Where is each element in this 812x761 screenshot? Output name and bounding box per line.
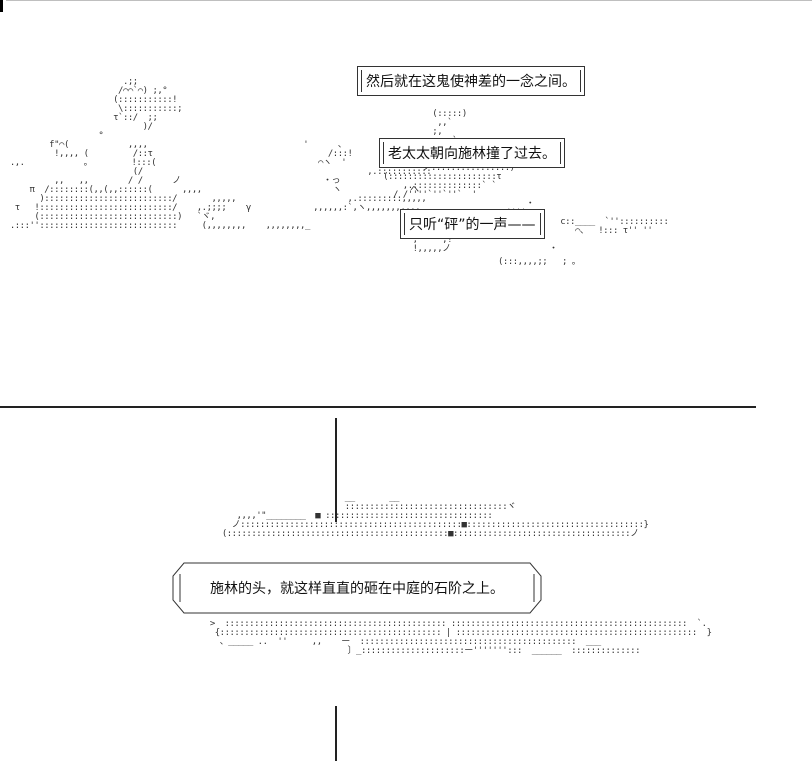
caption-box-2: 老太太朝向施林撞了过去。 [379, 138, 565, 168]
vertical-line-bottom [335, 706, 337, 761]
ascii-art-steps-lower: > ::::::::::::::::::::::::::::::::::::::… [209, 619, 712, 656]
ascii-art-figure-left: .;; /⌒⌒`⌒) ;,° (:::::::::::! \::::::::::… [9, 77, 311, 231]
caption-text-3: 只听“砰”的一声—— [409, 217, 536, 233]
panel-divider [0, 406, 756, 408]
caption-text-4: 施林的头，就这样直直的砸在中庭的石阶之上。 [210, 581, 504, 597]
caption-box-1: 然后就在这鬼使神差的一念之间。 [357, 66, 585, 96]
top-border [6, 0, 812, 1]
caption-text-2: 老太太朝向施林撞了过去。 [388, 146, 556, 162]
ascii-art-steps-upper: __ __ :::::::::::::::::::::::::::::::::ヾ… [221, 493, 649, 539]
caption-box-3: 只听“砰”的一声—— [400, 209, 545, 239]
caption-box-4: 施林的头，就这样直直的砸在中庭的石阶之上。 [172, 562, 542, 614]
caption-text-1: 然后就在这鬼使神差的一念之间。 [366, 74, 576, 90]
ascii-art-figure-far-right: (:::,,,,;; ; 。 [498, 257, 581, 267]
corner-mark [0, 0, 3, 12]
vertical-line-top [335, 418, 337, 522]
octagon-border [172, 562, 542, 614]
